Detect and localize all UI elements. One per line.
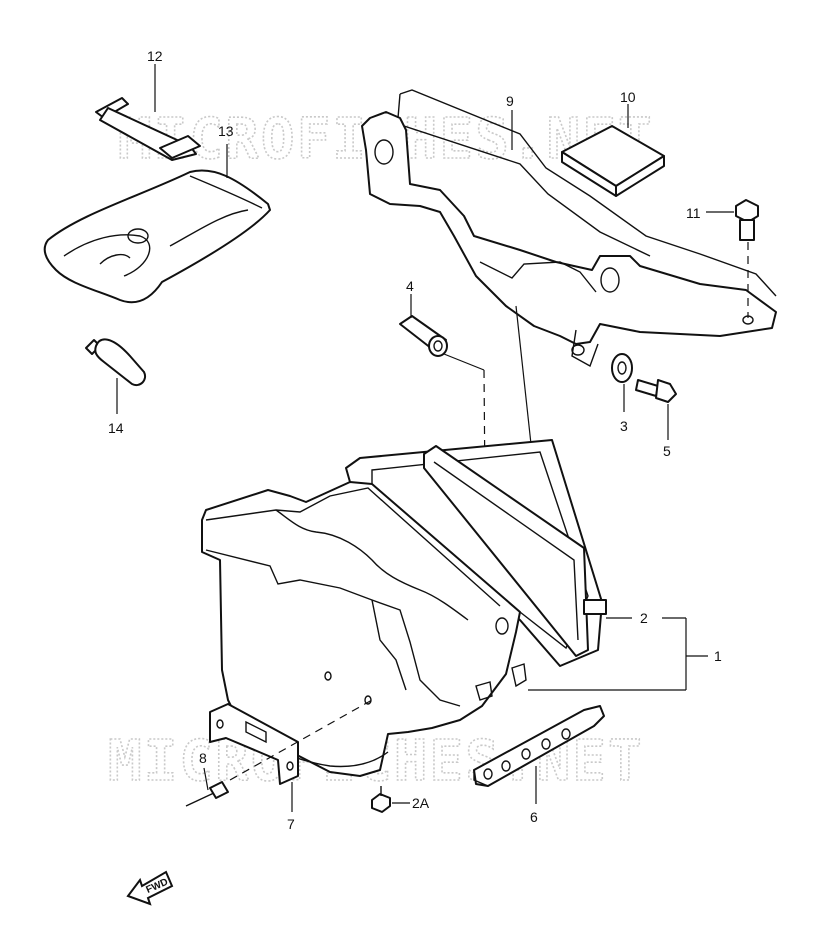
- callout-14: 14: [108, 420, 124, 436]
- callout-2: 2: [640, 610, 648, 626]
- fwd-arrow-icon: FWD: [126, 870, 174, 906]
- callout-6: 6: [530, 809, 538, 825]
- part-10-pad[interactable]: [561, 104, 665, 197]
- part-9-bracket[interactable]: [361, 89, 777, 657]
- callout-1: 1: [714, 648, 722, 664]
- callout-9: 9: [506, 93, 514, 109]
- part-13-cover[interactable]: [43, 144, 271, 304]
- callout-8: 8: [199, 750, 207, 766]
- part-8-rivet[interactable]: [185, 699, 373, 807]
- callout-13: 13: [218, 123, 234, 139]
- callout-12: 12: [147, 48, 163, 64]
- callout-11: 11: [686, 205, 701, 221]
- callout-4: 4: [406, 278, 414, 294]
- part-7-bracket[interactable]: [209, 703, 299, 812]
- part-6-stay[interactable]: [473, 705, 605, 804]
- part-5-bolt[interactable]: [635, 379, 677, 440]
- callout-3: 3: [620, 418, 628, 434]
- part-1-case[interactable]: [201, 481, 708, 777]
- part-3-washer[interactable]: [611, 353, 633, 412]
- part-2a-bolt[interactable]: [371, 786, 410, 813]
- part-14-grommet[interactable]: [85, 338, 146, 414]
- part-2-seal[interactable]: [345, 439, 632, 667]
- part-11-bolt[interactable]: [706, 199, 759, 318]
- callout-10: 10: [620, 89, 636, 105]
- part-12-strap[interactable]: [95, 64, 201, 161]
- callout-5: 5: [663, 443, 671, 459]
- callout-7: 7: [287, 816, 295, 832]
- callout-2a: 2A: [412, 795, 430, 811]
